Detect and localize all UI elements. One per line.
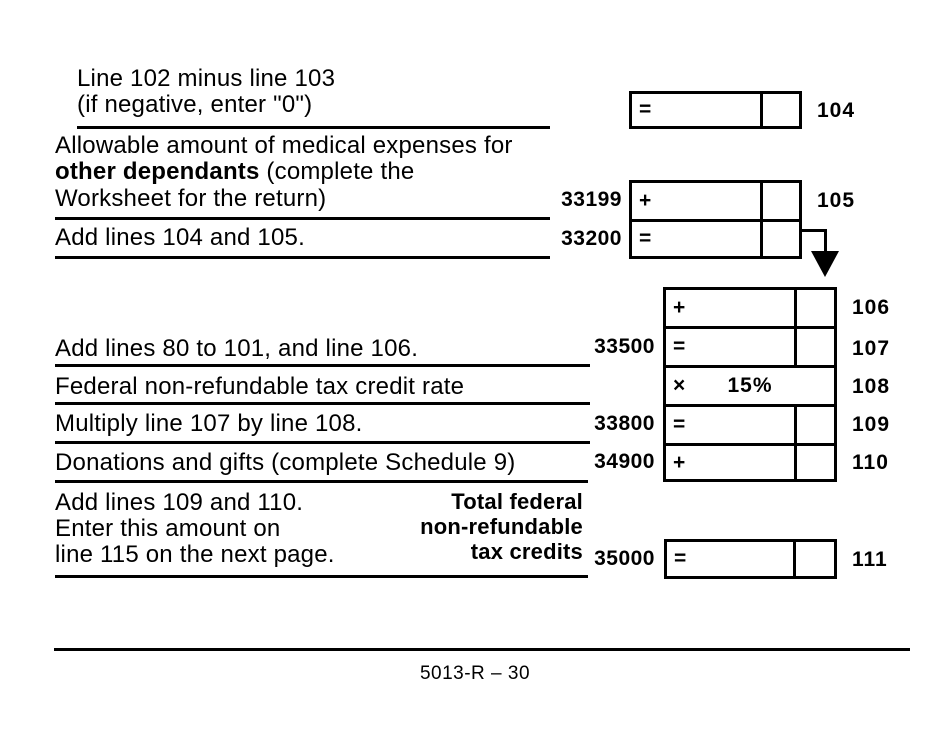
cents-box-110[interactable] [794,446,834,479]
arrow-segment-horizontal [802,229,827,232]
tax-credit-rate-value: 15% [727,374,773,397]
operator-107: = [673,335,686,358]
total-credits-label-line1: Total federal [451,489,583,514]
line-number-109: 109 [852,413,891,436]
page-number: 5013-R – 30 [419,663,531,684]
desc-111-line3: line 115 on the next page. [55,541,335,568]
underline-107 [55,364,590,367]
amount-box-105[interactable]: + [632,183,799,219]
field-code-34900: 34900 [594,450,655,473]
operator-104: = [639,98,652,121]
cents-box-105[interactable] [760,183,799,219]
footer-rule [54,648,910,651]
underline-110 [55,480,588,483]
desc-111-line2: Enter this amount on [55,515,281,542]
desc-104-line1: Line 102 minus line 103 [77,65,336,92]
amount-box-108: × 15% [666,365,834,404]
amount-box-group-106-110: + = × 15% = + [663,287,837,482]
amount-box-109[interactable]: = [666,404,834,443]
line-number-106: 106 [852,296,891,319]
underline-add-104-105 [55,256,550,259]
line-number-110: 110 [852,451,889,474]
operator-106: + [673,296,686,319]
amount-box-110[interactable]: + [666,443,834,479]
operator-33200: = [639,227,652,250]
desc-107: Add lines 80 to 101, and line 106. [55,335,419,362]
desc-104-line2: (if negative, enter "0") [77,91,313,118]
desc-109: Multiply line 107 by line 108. [55,410,363,437]
line-number-105: 105 [817,189,856,212]
amount-box-107[interactable]: = [666,326,834,365]
field-code-33199: 33199 [561,188,622,211]
line-number-107: 107 [852,337,891,360]
field-code-33800: 33800 [594,412,655,435]
operator-108: × [673,374,686,397]
operator-111: = [674,547,687,570]
cents-box-106[interactable] [794,290,834,326]
desc-105-line1: Allowable amount of medical expenses for [55,132,513,159]
amount-box-104[interactable]: = [629,91,802,129]
operator-110: + [673,450,686,474]
amount-box-111[interactable]: = [664,539,837,579]
desc-105-line2: other dependants (complete the [55,159,414,185]
desc-105-line3: Worksheet for the return) [55,185,327,212]
cents-box-33200[interactable] [760,222,799,256]
amount-box-33200[interactable]: = [632,219,799,256]
underline-108 [55,402,590,405]
line-number-111: 111 [852,548,888,571]
amount-box-pair-105-33200: + = [629,180,802,259]
cents-box-104[interactable] [760,94,799,126]
desc-108: Federal non-refundable tax credit rate [55,373,465,400]
underline-111 [55,575,588,578]
desc-105-bold: other dependants [55,158,260,185]
arrow-segment-vertical [824,229,827,253]
desc-111-line1: Add lines 109 and 110. [55,489,304,516]
cents-box-109[interactable] [794,407,834,443]
field-code-35000: 35000 [594,547,655,570]
amount-box-106[interactable]: + [666,290,834,326]
total-credits-label-line3: tax credits [470,539,583,564]
field-code-33500: 33500 [594,335,655,358]
desc-110: Donations and gifts (complete Schedule 9… [55,449,516,476]
line-number-108: 108 [852,375,891,398]
field-code-33200: 33200 [561,227,622,250]
line-number-104: 104 [817,99,856,122]
cents-box-107[interactable] [794,329,834,365]
cents-box-111[interactable] [793,542,834,576]
arrow-down-icon [811,251,839,277]
total-credits-label-line2: non-refundable [420,514,583,539]
desc-105-line2-rest: (complete the [259,158,415,185]
operator-109: = [673,413,686,436]
underline-104 [77,126,550,129]
underline-109 [55,441,590,444]
desc-add-104-105: Add lines 104 and 105. [55,224,305,251]
operator-105: + [639,189,652,212]
underline-105 [55,217,550,220]
total-credits-label: Total federal non-refundable tax credits [283,489,583,564]
